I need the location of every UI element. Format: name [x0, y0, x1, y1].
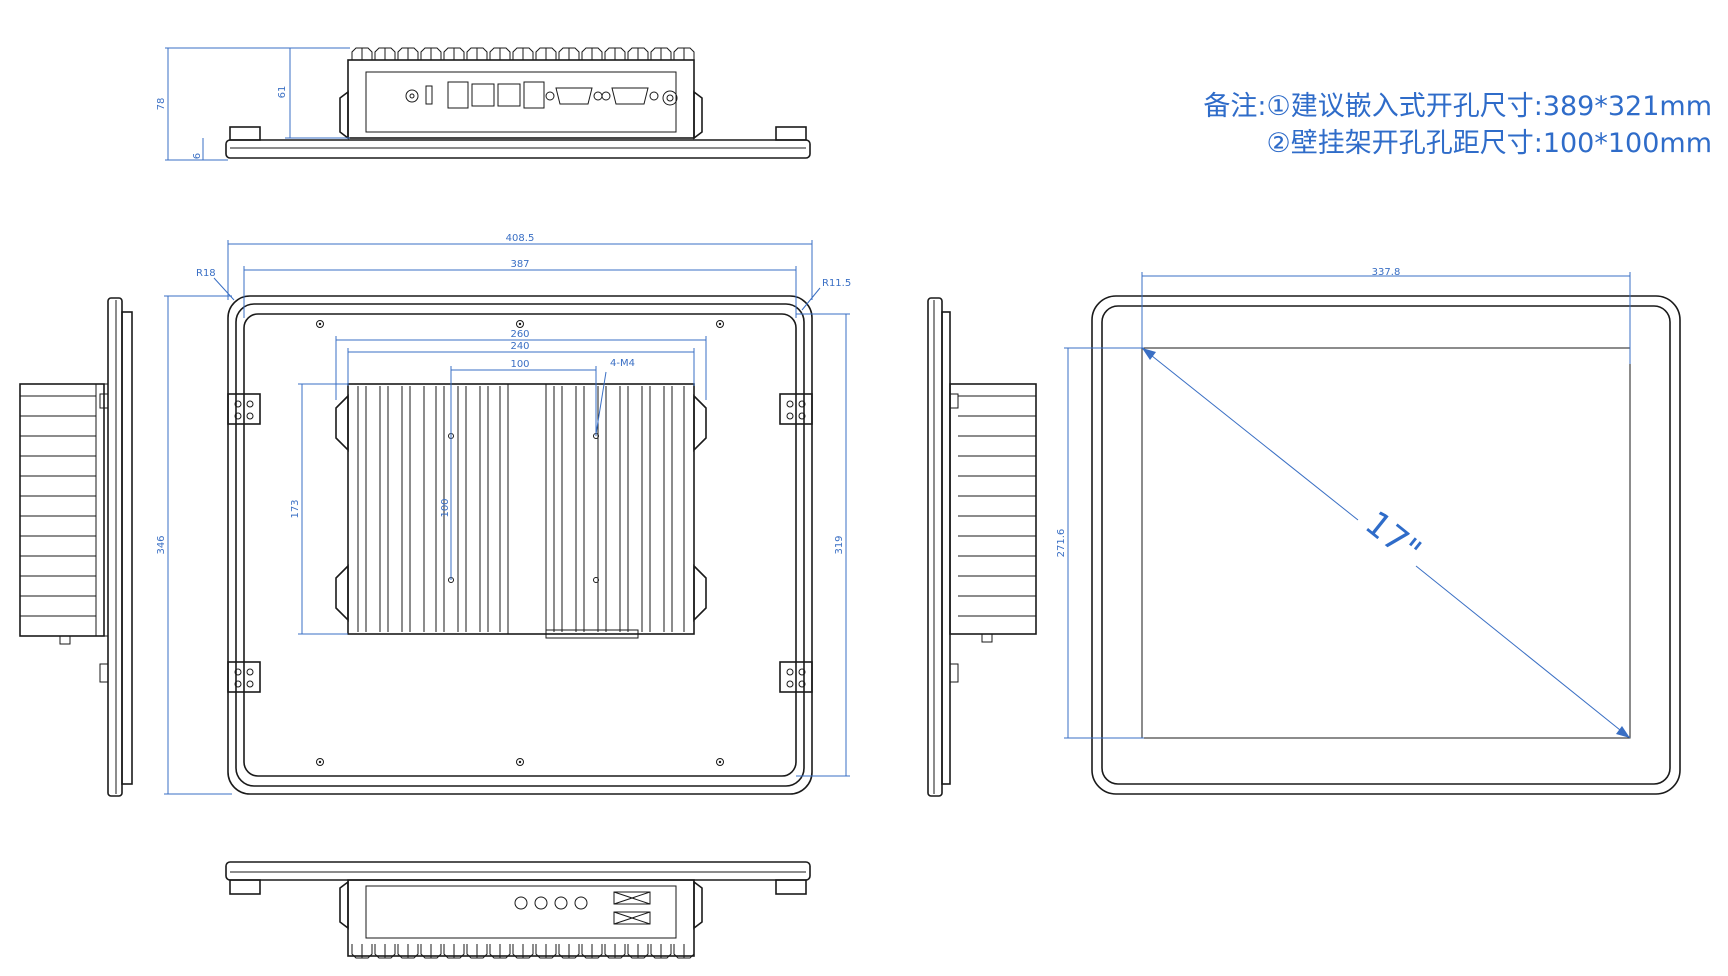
bottom-view-foot-left: [229, 879, 261, 895]
right-side-frame: [941, 311, 951, 785]
bracket-bottom-right: [779, 661, 813, 693]
dim-408-5: 408.5: [506, 233, 535, 244]
note-line-2: ②壁挂架开孔孔距尺寸:100*100mm: [1267, 128, 1712, 159]
top-view-foot-left: [229, 126, 261, 141]
front-view: 337.8 271.6 17": [1056, 267, 1681, 795]
dim-387: 387: [510, 259, 529, 270]
bottom-view: [225, 861, 811, 959]
bracket-top-right: [779, 393, 813, 425]
dc-in-port: [405, 89, 419, 103]
dim-100-h: 100: [510, 359, 529, 370]
lan-port-2: [497, 83, 521, 107]
bracket-top-left: [227, 393, 261, 425]
mount-brackets: [227, 393, 813, 693]
lan-port-1: [471, 83, 495, 107]
bottom-view-chassis: [347, 879, 695, 957]
antenna-port-2: [613, 911, 651, 925]
dim-271-6: 271.6: [1056, 529, 1067, 558]
screw-label: 4-M4: [610, 358, 635, 369]
dim-240: 240: [510, 341, 529, 352]
power-button: [662, 90, 678, 106]
left-side-chassis: [19, 383, 105, 637]
note-line-1: 备注:①建议嵌入式开孔尺寸:389*321mm: [1203, 91, 1712, 122]
dim-319: 319: [834, 535, 845, 554]
led-1: [514, 896, 528, 910]
left-side-frame: [121, 311, 133, 785]
antenna-port-1: [613, 891, 651, 905]
top-view-bezel: [225, 139, 811, 159]
led-3: [554, 896, 568, 910]
dim-61: 61: [277, 86, 288, 99]
notes: 备注:①建议嵌入式开孔尺寸:389*321mm ②壁挂架开孔孔距尺寸:100*1…: [1203, 91, 1712, 159]
bracket-bottom-left: [227, 661, 261, 693]
back-view-inner: [243, 313, 797, 777]
top-view-foot-right: [775, 126, 807, 141]
bottom-view-fins: [351, 944, 695, 959]
right-side-fins: [958, 395, 1036, 617]
usb-ports-1: [447, 81, 469, 109]
top-view-fins: [351, 47, 695, 60]
dim-173: 173: [290, 499, 301, 518]
left-side-view: [19, 297, 133, 797]
back-view-fins: [357, 386, 685, 632]
dim-100-v: 100: [440, 498, 451, 517]
front-view-screen: [1141, 347, 1631, 739]
vesa-hole-4: [593, 577, 599, 583]
dim-78: 78: [156, 98, 167, 111]
right-side-view: [927, 297, 1037, 797]
bottom-view-foot-right: [775, 879, 807, 895]
back-view-outer: [227, 295, 813, 795]
dim-346: 346: [156, 535, 167, 554]
dim-6: 6: [192, 153, 203, 159]
led-2: [534, 896, 548, 910]
dim-r11-5: R11.5: [822, 278, 851, 289]
dim-r18: R18: [196, 268, 216, 279]
top-view: 78 61 6: [156, 47, 811, 161]
left-side-fins: [20, 395, 96, 617]
com-port-2: [611, 87, 649, 105]
led-4: [574, 896, 588, 910]
frame-screws: [316, 320, 724, 766]
hdmi-port: [425, 85, 433, 105]
back-view: 408.5 387 R18 R11.5 260 240 100 4-M4 173…: [156, 233, 851, 795]
back-view-center-plate: [507, 383, 547, 635]
front-view-bezel: [1091, 295, 1681, 795]
dim-260: 260: [510, 329, 529, 340]
dim-337-8: 337.8: [1372, 267, 1401, 278]
usb-ports-2: [523, 81, 545, 109]
bottom-view-bezel: [225, 861, 811, 881]
left-side-bezel: [107, 297, 123, 797]
right-side-bezel: [927, 297, 943, 797]
com-port-1: [555, 87, 593, 105]
right-side-chassis: [949, 383, 1037, 635]
diagonal-size-label: 17": [1357, 503, 1428, 571]
